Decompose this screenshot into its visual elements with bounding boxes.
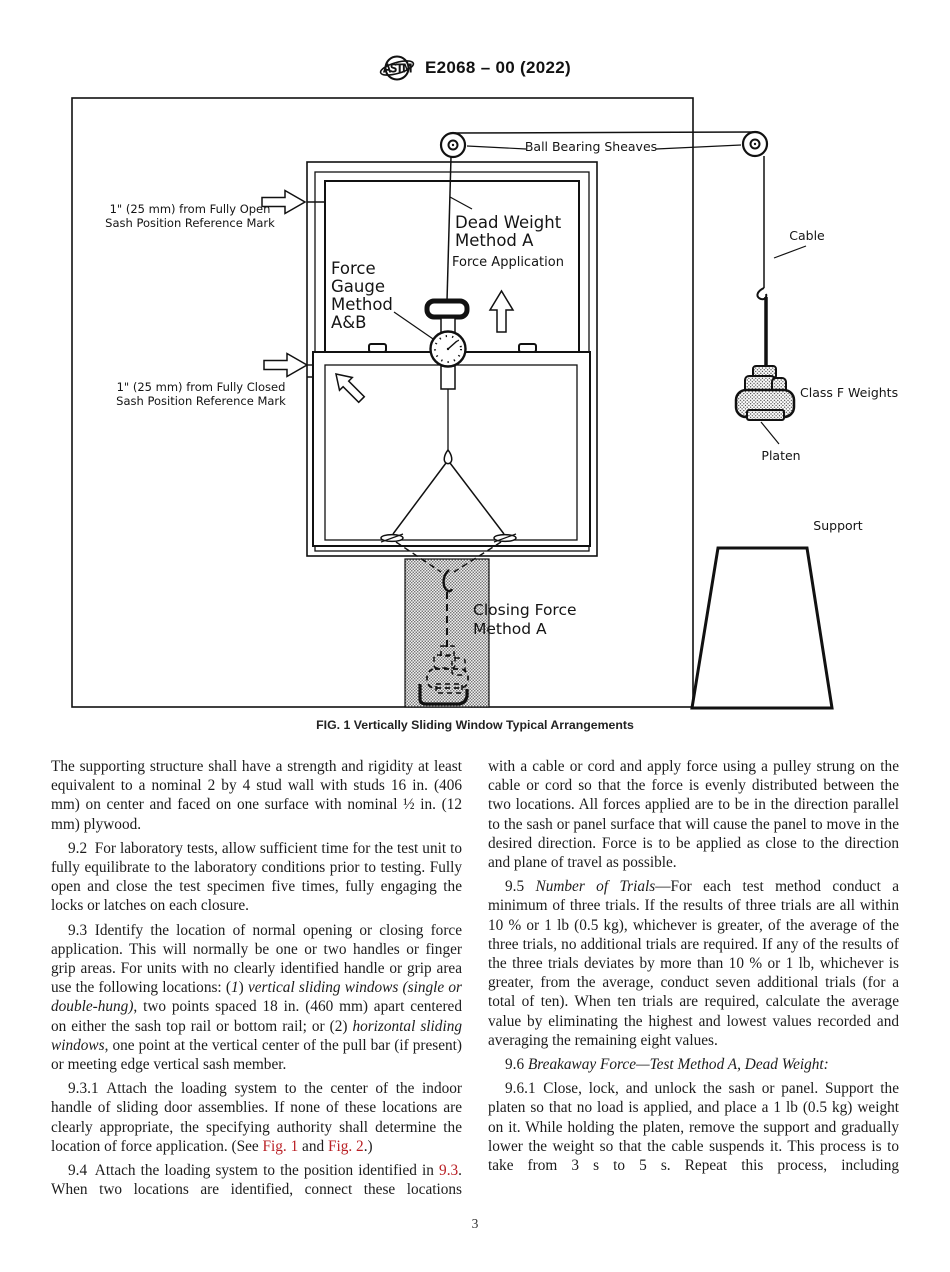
dead-weight-cable [446, 156, 452, 302]
fully-closed-arrow-icon [263, 352, 309, 378]
figure-1-diagram: Ball Bearing Sheaves 1" (25 mm) from Ful… [71, 97, 898, 710]
label-force-gauge-line1: Force [331, 259, 376, 278]
label-force-gauge-line4: A&B [331, 313, 366, 332]
figure-caption: FIG. 1 Vertically Sliding Window Typical… [316, 718, 634, 732]
label-fully-closed-line2: Sash Position Reference Mark [116, 394, 286, 408]
label-pointer-lines [393, 144, 807, 445]
paragraph-9-6: 9.6 Breakaway Force—Test Method A, Dead … [505, 1056, 829, 1074]
body-column-right: with a cable or cord and apply force usi… [488, 757, 899, 1180]
paragraph-9-2: 9.2 For laboratory tests, allow sufficie… [51, 839, 462, 915]
paragraph-9-4-continuation: with a cable or cord and apply force usi… [488, 758, 899, 872]
label-fully-closed-line1: 1" (25 mm) from Fully Closed [117, 380, 286, 394]
label-class-f-weights: Class F Weights [800, 385, 898, 400]
support-stand [690, 546, 834, 710]
closing-force-dashed-rigging [395, 541, 502, 706]
label-ball-bearing-sheaves: Ball Bearing Sheaves [525, 139, 657, 154]
ball-bearing-sheave-left [439, 131, 467, 159]
sash-cam-locks [368, 343, 537, 353]
ref-link-9-3[interactable]: 9.3 [439, 1162, 459, 1180]
class-f-weights-stack [734, 365, 796, 421]
label-force-application: Force Application [452, 255, 564, 270]
paragraph-9-5: 9.5 Number of Trials—For each test metho… [488, 878, 899, 1049]
label-closing-force-line2: Method A [473, 620, 547, 638]
standard-designation: E2068 – 00 (2022) [425, 58, 571, 77]
label-fully-open-line2: Sash Position Reference Mark [105, 216, 275, 230]
page-number: 3 [471, 1216, 479, 1231]
label-closing-force-line1: Closing Force [473, 601, 577, 619]
label-cable: Cable [789, 228, 825, 243]
label-support: Support [813, 518, 863, 533]
paragraph-9-3: 9.3 Identify the location of normal open… [51, 921, 462, 1074]
ref-link-fig-2[interactable]: Fig. 2 [327, 1137, 364, 1155]
bridle-rigging [380, 389, 517, 543]
label-dead-weight-line1: Dead Weight [455, 213, 562, 232]
paragraph-9-3-1: 9.3.1 Attach the loading system to the c… [51, 1080, 462, 1155]
ref-link-fig-1[interactable]: Fig. 1 [262, 1137, 299, 1155]
fully-open-arrow-icon [261, 189, 307, 215]
astm-logo-text: ASTM [383, 62, 412, 76]
astm-logo-icon: ASTM [379, 55, 415, 81]
ball-bearing-sheave-right [741, 130, 769, 158]
paragraph-9-6-1: 9.6.1 Close, lock, and unlock the sash o… [488, 1080, 899, 1175]
paragraph-9-1-continuation: The supporting structure shall have a st… [51, 758, 462, 833]
force-gauge-assembly [424, 298, 470, 390]
top-cable [452, 131, 756, 134]
body-column-left: The supporting structure shall have a st… [51, 757, 462, 1204]
opening-direction-arrow-icon [488, 289, 515, 333]
paragraph-9-4: 9.4 Attach the loading system to the pos… [51, 1162, 462, 1199]
label-fully-open-line1: 1" (25 mm) from Fully Open [110, 202, 271, 216]
label-force-gauge-line3: Method [331, 295, 393, 314]
diagonal-direction-arrow-icon [335, 373, 366, 404]
weight-cable-and-hook [756, 156, 768, 367]
label-dead-weight-line2: Method A [455, 231, 534, 250]
label-force-gauge-line2: Gauge [331, 277, 385, 296]
page-header: ASTM E2068 – 00 (2022) [0, 50, 950, 86]
label-platen: Platen [761, 448, 800, 463]
